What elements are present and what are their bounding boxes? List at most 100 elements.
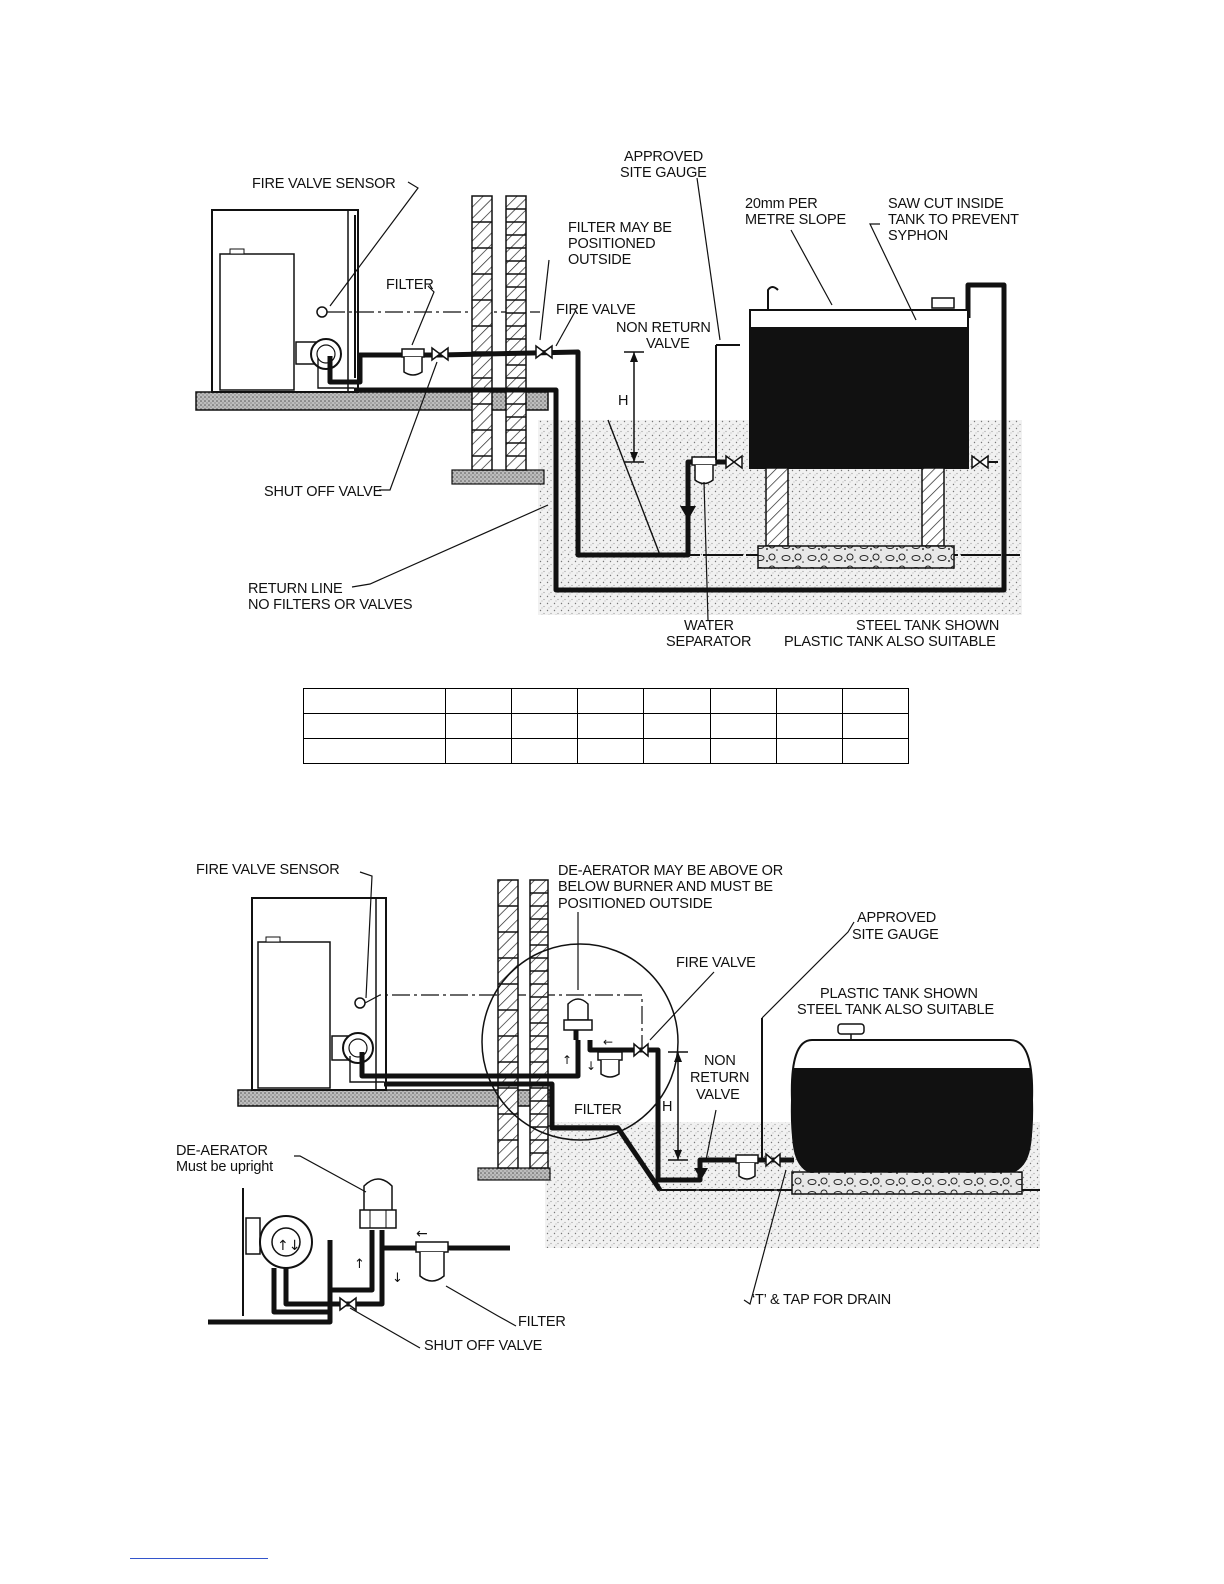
tank-pier-right bbox=[921, 467, 945, 547]
foundation bbox=[451, 469, 545, 485]
table-cell bbox=[511, 688, 579, 714]
fire-valve-sensor-bulb-d2 bbox=[354, 997, 366, 1009]
table-cell bbox=[709, 713, 777, 739]
table-cell bbox=[444, 713, 513, 739]
table-cell bbox=[841, 713, 910, 739]
label-slope-1: 20mm PER bbox=[745, 196, 818, 212]
label-filter-outside-3: OUTSIDE bbox=[568, 252, 632, 268]
table-cell bbox=[444, 688, 513, 714]
fire-valve-d2 bbox=[633, 1042, 649, 1058]
label-saw-cut-2: TANK TO PREVENT bbox=[888, 212, 1019, 228]
label-shut-off-valve-d2: SHUT OFF VALVE bbox=[424, 1338, 543, 1354]
fire-valve-sensor-bulb bbox=[316, 306, 328, 318]
label-return-line-1: RETURN LINE bbox=[248, 581, 343, 597]
table-cell bbox=[577, 738, 645, 764]
concrete-base-d2 bbox=[791, 1171, 1023, 1195]
feed-line-indoor bbox=[327, 352, 440, 385]
label-filter-outside-2: POSITIONED bbox=[568, 236, 655, 252]
filter-near-tank bbox=[735, 1154, 759, 1180]
label-return-line-2: NO FILTERS OR VALVES bbox=[248, 597, 412, 613]
table-cell bbox=[577, 713, 645, 739]
table-row bbox=[303, 738, 910, 764]
label-site-gauge-d2-1: APPROVED bbox=[857, 910, 936, 926]
label-site-gauge-1: APPROVED bbox=[624, 149, 703, 165]
label-plastic-tank-1: PLASTIC TANK SHOWN bbox=[820, 986, 978, 1002]
table-cell bbox=[511, 713, 579, 739]
label-non-return-d2-3: VALVE bbox=[696, 1087, 740, 1103]
table-cell bbox=[775, 738, 843, 764]
label-deaerator-note-3: POSITIONED OUTSIDE bbox=[558, 896, 713, 912]
feed-line-d2 bbox=[587, 1040, 794, 1183]
table-cell bbox=[303, 688, 446, 714]
label-non-return-d2-1: NON bbox=[704, 1053, 736, 1069]
label-fire-valve: FIRE VALVE bbox=[556, 302, 636, 318]
label-filter: FILTER bbox=[386, 277, 434, 293]
label-height-h: H bbox=[618, 393, 628, 409]
label-saw-cut-1: SAW CUT INSIDE bbox=[888, 196, 1004, 212]
table-cell bbox=[775, 713, 843, 739]
filter-d2 bbox=[597, 1051, 623, 1078]
detail-circle bbox=[481, 943, 679, 1141]
table-cell bbox=[643, 738, 711, 764]
table-cell bbox=[577, 688, 645, 714]
table-cell bbox=[775, 688, 843, 714]
non-return-valve-d1 bbox=[680, 506, 696, 520]
svg-text:↓: ↓ bbox=[586, 1059, 596, 1073]
svg-text:↑: ↑ bbox=[562, 1053, 572, 1067]
diagram-2: ← ↑ ↓ ↑↓ bbox=[176, 862, 1040, 1354]
tank-pier-left bbox=[765, 467, 789, 547]
filter-d1 bbox=[401, 348, 425, 376]
return-line-d2 bbox=[384, 1081, 663, 1192]
label-site-gauge-2: SITE GAUGE bbox=[620, 165, 707, 181]
brick-wall bbox=[471, 195, 527, 471]
burner-pump-d2 bbox=[331, 1032, 374, 1064]
label-tap-drain: ‘T’ & TAP FOR DRAIN bbox=[752, 1292, 891, 1308]
label-fire-valve-d2: FIRE VALVE bbox=[676, 955, 756, 971]
svg-text:←: ← bbox=[603, 1035, 613, 1049]
boiler-cabinet-d2 bbox=[251, 897, 387, 1091]
label-steel-tank-1: STEEL TANK SHOWN bbox=[856, 618, 999, 634]
svg-text:↑: ↑ bbox=[354, 1257, 365, 1272]
floor-slab bbox=[195, 391, 549, 411]
brick-wall-d2 bbox=[497, 879, 549, 1169]
label-steel-tank-2: PLASTIC TANK ALSO SUITABLE bbox=[784, 634, 996, 650]
label-water-separator-2: SEPARATOR bbox=[666, 634, 751, 650]
label-saw-cut-3: SYPHON bbox=[888, 228, 948, 244]
svg-text:↑↓: ↑↓ bbox=[277, 1238, 300, 1254]
deaerator-d2 bbox=[563, 998, 593, 1031]
table-row bbox=[303, 688, 910, 714]
fire-valve-d1 bbox=[535, 344, 553, 360]
footnote-rule bbox=[130, 1558, 268, 1559]
table-cell bbox=[841, 738, 910, 764]
table-cell bbox=[643, 713, 711, 739]
table-cell bbox=[709, 688, 777, 714]
table-cell bbox=[643, 688, 711, 714]
label-height-h-d2: H bbox=[662, 1099, 672, 1115]
label-filter-detail: FILTER bbox=[518, 1314, 566, 1330]
detail-inset: ↑↓ ← ↑ ↓ bbox=[208, 1178, 510, 1325]
concrete-base-d1 bbox=[757, 545, 955, 569]
table-cell bbox=[444, 738, 513, 764]
table-row bbox=[303, 713, 910, 739]
boiler-cabinet bbox=[211, 209, 359, 393]
shut-off-valve-d1 bbox=[431, 346, 449, 362]
label-slope-2: METRE SLOPE bbox=[745, 212, 846, 228]
label-fire-valve-sensor: FIRE VALVE SENSOR bbox=[252, 176, 396, 192]
table-cell bbox=[303, 713, 446, 739]
svg-text:↓: ↓ bbox=[392, 1271, 403, 1286]
water-separator bbox=[691, 456, 717, 485]
data-table bbox=[303, 688, 910, 764]
table-cell bbox=[511, 738, 579, 764]
burner-to-deaerator bbox=[359, 1040, 581, 1079]
foundation-d2 bbox=[477, 1167, 551, 1181]
return-line bbox=[354, 282, 1007, 593]
table-cell bbox=[841, 688, 910, 714]
svg-text:←: ← bbox=[416, 1226, 428, 1242]
label-plastic-tank-2: STEEL TANK ALSO SUITABLE bbox=[797, 1002, 994, 1018]
label-non-return-2: VALVE bbox=[646, 336, 690, 352]
label-water-separator-1: WATER bbox=[684, 618, 734, 634]
label-deaerator-1: DE-AERATOR bbox=[176, 1143, 268, 1159]
label-deaerator-note-1: DE-AERATOR MAY BE ABOVE OR bbox=[558, 863, 783, 879]
label-site-gauge-d2-2: SITE GAUGE bbox=[852, 927, 939, 943]
